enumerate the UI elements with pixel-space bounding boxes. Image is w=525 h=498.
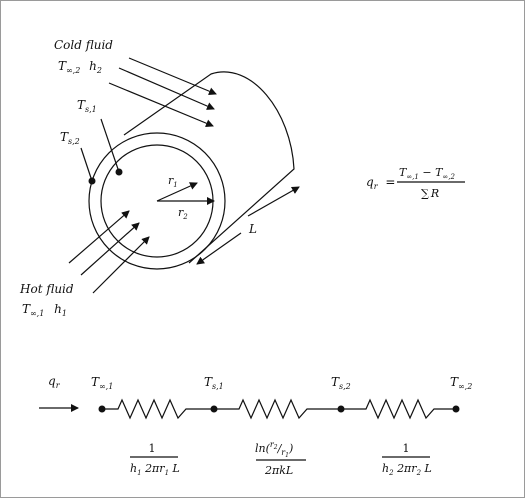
svg-text:∑R: ∑R [421,187,439,200]
hot-fluid-arrows [68,210,150,294]
node-t-inf2-label: T∞,2 [450,375,472,391]
svg-text:1: 1 [403,442,410,455]
node-ts2 [337,405,345,413]
length-arrow-bottom [196,232,242,265]
node-ts1-label: Ts,1 [204,375,224,391]
svg-text:ln(r2/r1): ln(r2/r1) [255,440,293,459]
length-label: L [248,222,257,236]
resistance-cold-expression: 1 h2 2πr2 L [382,442,432,478]
node-ts1 [210,405,218,413]
r1-arrow [156,182,198,202]
cold-fluid-label: Cold fluid [54,38,113,52]
cylinder-outer-body [123,71,295,264]
svg-text:T∞,1 − T∞,2: T∞,1 − T∞,2 [399,166,455,182]
svg-text:qr =: qr = [366,175,395,192]
ts2-leader [80,147,93,182]
resistance-conduction-expression: ln(r2/r1) 2πkL [255,440,306,477]
r1-label: r1 [168,174,178,189]
node-t-inf1-label: T∞,1 [91,375,113,391]
ts2-label: Ts,2 [60,130,80,146]
resistor-convection-hot [102,398,214,420]
length-arrow-top [247,186,300,217]
t-inf1-label: T∞,1 h1 [22,302,67,319]
svg-text:h1 2πr1 L: h1 2πr1 L [130,462,180,478]
outer-surface-circle [88,132,226,270]
cylinder [88,71,295,270]
hot-fluid-label: Hot fluid [19,282,74,296]
svg-text:1: 1 [149,442,156,455]
r2-label: r2 [178,206,188,221]
t-inf2-label: T∞,2 h2 [58,59,102,76]
thermal-circuit: qr T∞,1 Ts,1 Ts,2 T∞,2 [39,374,472,420]
svg-text:h2 2πr2 L: h2 2πr2 L [382,462,432,478]
qr-label: qr [48,374,61,390]
ts1-leader [100,118,120,173]
resistor-convection-cold [341,398,456,420]
cold-fluid-arrows [108,57,217,128]
ts1-label: Ts,1 [77,98,97,114]
node-t-inf1 [98,405,106,413]
resistance-hot-expression: 1 h1 2πr1 L [130,442,180,478]
node-ts2-label: Ts,2 [331,375,351,391]
svg-text:2πkL: 2πkL [264,464,293,477]
resistor-conduction [214,398,341,420]
node-t-inf2 [452,405,460,413]
heat-rate-equation: qr = T∞,1 − T∞,2 ∑R [366,166,465,200]
